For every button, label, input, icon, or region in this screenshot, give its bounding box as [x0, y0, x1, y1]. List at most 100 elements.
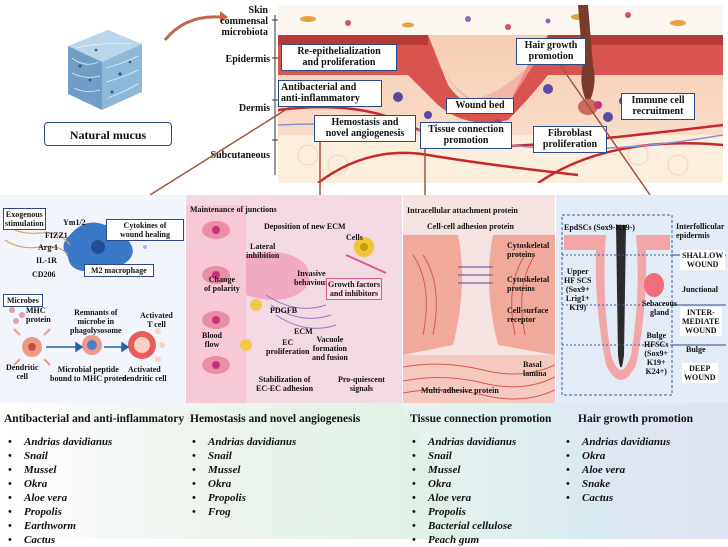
intracellular-label: Intracellular attachment protein [407, 206, 518, 215]
list-item: Andrias davidianus [8, 435, 112, 449]
list-item: Bacterial cellulose [412, 519, 516, 533]
title-tissue-connection: Tissue connection promotion [410, 413, 552, 425]
list-item: Cactus [566, 491, 670, 505]
cd-label: CD206 [32, 270, 56, 279]
list-item: Aloe vera [566, 463, 670, 477]
list-item: Cactus [8, 533, 112, 547]
il-label: IL-1R [36, 256, 57, 265]
list-item: Earthworm [8, 519, 112, 533]
list-item: Andrias davidianus [192, 435, 296, 449]
arrow-icon [163, 11, 228, 41]
panel4-illustration [561, 214, 726, 396]
bulge-label: Bulge [686, 345, 706, 354]
list-item: Okra [412, 477, 516, 491]
maintenance-label: Maintenance of junctions [190, 205, 277, 214]
pdgfb-label: PDGFB [270, 306, 298, 315]
panel3-illustration [403, 235, 555, 403]
cells-label: Cells [346, 233, 363, 242]
list-item: Mussel [8, 463, 112, 477]
list-item: Peach gum [412, 533, 516, 547]
list-hemostasis-sources: Andrias davidianus Snail Mussel Okra Pro… [192, 435, 296, 519]
list-item: Mussel [192, 463, 296, 477]
list-item: Frog [192, 505, 296, 519]
list-item: Snail [8, 449, 112, 463]
list-item: Snail [192, 449, 296, 463]
list-item: Propolis [8, 505, 112, 519]
list-item: Okra [192, 477, 296, 491]
ecm-label: ECM [294, 327, 313, 336]
microbes-label: Microbes [3, 294, 43, 307]
layer-label-subcutaneous: Subcutaneous [210, 150, 270, 161]
list-item: Aloe vera [8, 491, 112, 505]
list-tissue-connection-sources: Andrias davidianus Snail Mussel Okra Alo… [412, 435, 516, 547]
cell-cell-adhesion-label: Cell-cell adhesion protein [427, 222, 514, 231]
multi-adhesive-label: Multi-adhesive protein [421, 386, 499, 395]
epdscs-label: EpdSCs (Sox9-K19-) [564, 223, 635, 232]
list-item: Snake [566, 477, 670, 491]
list-hair-growth-sources: Andrias davidianus Okra Aloe vera Snake … [566, 435, 670, 505]
list-item: Okra [8, 477, 112, 491]
panel-hemostasis: Maintenance of junctions Deposition of n… [186, 195, 402, 403]
list-item: Aloe vera [412, 491, 516, 505]
title-hemostasis: Hemostasis and novel angiogenesis [190, 413, 361, 425]
ym-label: Ym1/2 [63, 218, 86, 227]
list-item: Okra [566, 449, 670, 463]
callout-wound-bed: Wound bed [446, 98, 514, 114]
list-item: Propolis [412, 505, 516, 519]
junctional-label: Junctional [682, 285, 719, 294]
layer-bracket [272, 15, 278, 175]
m2-macrophage-label: M2 macrophage [84, 264, 154, 277]
layer-label-skin-commensal: Skin commensal microbiota [220, 5, 268, 38]
list-item: Propolis [192, 491, 296, 505]
list-item: Mussel [412, 463, 516, 477]
fizz-label: FIZZ1 [45, 231, 68, 240]
connector-lines [149, 64, 651, 196]
panel2-illustration [186, 205, 387, 403]
mucus-cube-icon [68, 30, 142, 110]
list-item: Snail [412, 449, 516, 463]
deposition-label: Deposition of new ECM [264, 222, 346, 231]
panel-tissue-connection: Intracellular attachment protein Cell-ce… [403, 195, 555, 403]
list-item: Andrias davidianus [566, 435, 670, 449]
list-item: Andrias davidianus [412, 435, 516, 449]
title-hair-growth: Hair growth promotion [578, 413, 694, 425]
list-antibacterial-sources: Andrias davidianus Snail Mussel Okra Alo… [8, 435, 112, 547]
layer-label-epidermis: Epidermis [225, 54, 270, 65]
natural-mucus-label: Natural mucus [44, 122, 172, 146]
